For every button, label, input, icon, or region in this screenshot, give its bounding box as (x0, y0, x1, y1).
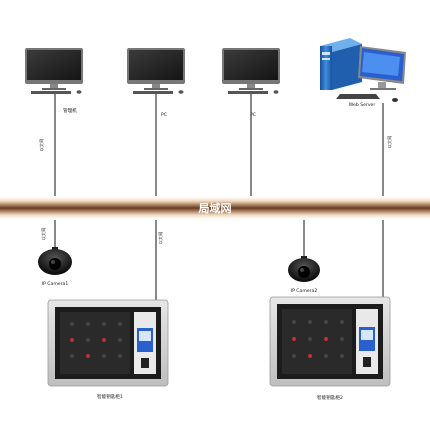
pc1-computer (127, 48, 185, 94)
link-label-manager: 以太网 (38, 139, 45, 152)
manager-computer (25, 48, 83, 94)
camera1-label: IP Camera1 (42, 281, 69, 287)
mouse-icon (178, 90, 184, 94)
cabinet2-label: 智能钥匙柜2 (317, 394, 343, 401)
key-slot-grid (292, 320, 344, 358)
cabinet1-label: 智能钥匙柜1 (97, 393, 123, 400)
keyboard-icon (336, 94, 380, 99)
pc2-label: PC (250, 112, 256, 118)
mouse-icon (273, 90, 279, 94)
lan-bus: 局域网 (0, 197, 430, 219)
link-label-webserver: 以太网 (386, 136, 393, 149)
ip-camera-1 (38, 247, 72, 275)
pc1-label: PC (161, 112, 167, 118)
connection-lines (54, 93, 384, 300)
bus-label: 局域网 (198, 201, 232, 215)
link-label-cabinet1: 以太网 (157, 232, 164, 245)
ip-camera-2 (288, 256, 320, 282)
monitor-icon (358, 46, 406, 90)
mouse-icon (76, 90, 82, 94)
key-slot-grid (70, 322, 122, 358)
link-label-camera1: 以太网 (40, 228, 47, 241)
server-tower-icon (320, 38, 362, 90)
key-cabinet-1 (47, 299, 169, 387)
mouse-icon (392, 98, 398, 102)
webserver-label: Web Server (349, 102, 376, 108)
web-server (320, 38, 406, 102)
camera2-label: IP Camera2 (291, 288, 318, 294)
pc2-computer (222, 48, 280, 94)
keyboard-icon (228, 91, 268, 94)
keyboard-icon (31, 91, 71, 94)
manager-label: 管理机 (63, 107, 77, 114)
key-cabinet-2 (269, 296, 391, 387)
keyboard-icon (133, 91, 173, 94)
